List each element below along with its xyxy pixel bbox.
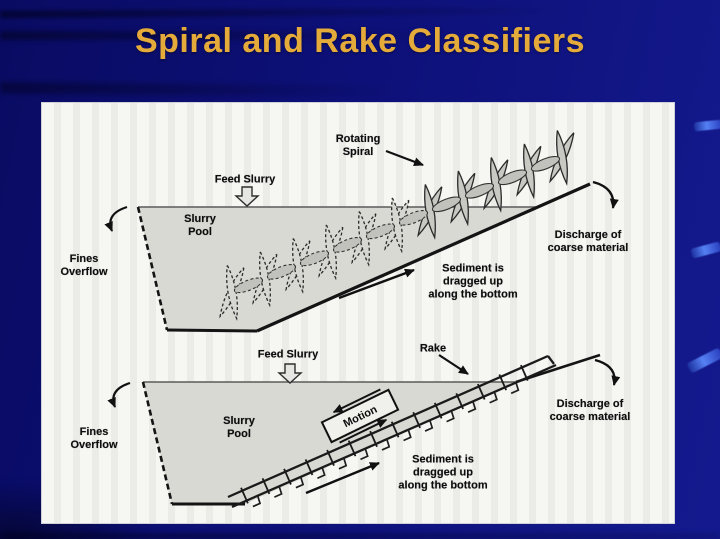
- feed-slurry-label: Feed Slurry: [257, 348, 319, 361]
- rake-classifier-diagram: Motion: [107, 353, 621, 509]
- fines-overflow-arrow: [104, 205, 128, 232]
- spiral-classifier-diagram: [104, 130, 619, 333]
- label-line: along the bottom: [398, 479, 488, 492]
- label-line: Discharge of: [554, 229, 622, 241]
- discharge-label: Discharge of coarse material: [550, 398, 631, 424]
- motion-arrow-left: [332, 388, 381, 414]
- slurry-pool-label: Slurry Pool: [223, 415, 255, 441]
- background-streak: [0, 82, 411, 97]
- tank-left-edge: [136, 206, 169, 331]
- slurry-pool-label: Slurry Pool: [184, 213, 216, 239]
- label-line: dragged up: [443, 275, 503, 288]
- label-line: Slurry: [184, 213, 216, 225]
- rake-label: Rake: [419, 342, 447, 355]
- diagram-panel: Motion Rotating Spiral Feed Slurry Slurr…: [42, 103, 674, 523]
- discharge-label: Discharge of coarse material: [548, 229, 629, 255]
- label-line: Overflow: [70, 439, 118, 451]
- label-line: coarse material: [549, 411, 631, 423]
- tank-left-edge: [141, 381, 174, 505]
- diagram-art: Motion Rotating Spiral Feed Slurry Slurr…: [42, 103, 674, 523]
- sediment-label: Sediment is dragged up along the bottom: [398, 454, 487, 493]
- label-line: Fines: [79, 426, 109, 438]
- feed-slurry-arrow: [277, 363, 303, 384]
- ribbon-decoration: [693, 119, 720, 132]
- slurry-pool-tank: [143, 382, 516, 504]
- feed-slurry-arrow: [234, 186, 260, 207]
- label-line: Pool: [188, 226, 212, 238]
- feed-slurry-label: Feed Slurry: [214, 173, 276, 186]
- slurry-pool-tank: [138, 207, 536, 331]
- motion-arrow-right: [339, 418, 388, 444]
- fines-overflow-label: Fines Overflow: [60, 253, 107, 279]
- label-line: Overflow: [60, 266, 108, 278]
- label-line: Sediment is: [412, 453, 474, 466]
- rotating-spiral-graphic: [219, 130, 575, 321]
- background-streak: [0, 533, 720, 539]
- label-line: Spiral: [342, 146, 374, 158]
- rotating-spiral-label: Rotating Spiral: [336, 133, 381, 159]
- label-line: along the bottom: [428, 288, 518, 301]
- background-streak: [0, 7, 571, 18]
- label-line: Fines: [69, 253, 99, 265]
- sediment-label: Sediment is dragged up along the bottom: [428, 263, 517, 302]
- label-line: Slurry: [223, 415, 255, 427]
- rake-lower-rail: [231, 363, 557, 509]
- label-line: dragged up: [413, 466, 473, 479]
- label-line: coarse material: [547, 242, 629, 254]
- fines-overflow-label: Fines Overflow: [70, 426, 117, 452]
- rake-teeth-graphic: [240, 364, 529, 508]
- discharge-arrow: [594, 358, 621, 386]
- label-line: Pool: [227, 428, 251, 440]
- rake-pointer-arrow: [438, 354, 469, 375]
- ribbon-decoration: [690, 241, 720, 259]
- label-line: Discharge of: [556, 398, 624, 410]
- sediment-direction-arrow: [305, 461, 380, 495]
- rotating-spiral-pointer-arrow: [385, 149, 424, 167]
- rake-end-cap: [547, 355, 555, 365]
- trough-incline-line: [256, 182, 591, 333]
- discharge-arrow: [592, 180, 619, 209]
- label-line: Sediment is: [442, 262, 504, 275]
- sediment-direction-arrow: [338, 268, 415, 300]
- ribbon-decoration: [686, 347, 720, 374]
- tank-bottom-edge: [166, 328, 258, 333]
- classifier-diagrams-svg: Motion: [104, 130, 621, 509]
- rake-upper-rail: [227, 354, 549, 499]
- slide-title: Spiral and Rake Classifiers: [134, 22, 586, 60]
- label-line: Rotating: [335, 133, 381, 145]
- fines-overflow-arrow: [107, 381, 131, 408]
